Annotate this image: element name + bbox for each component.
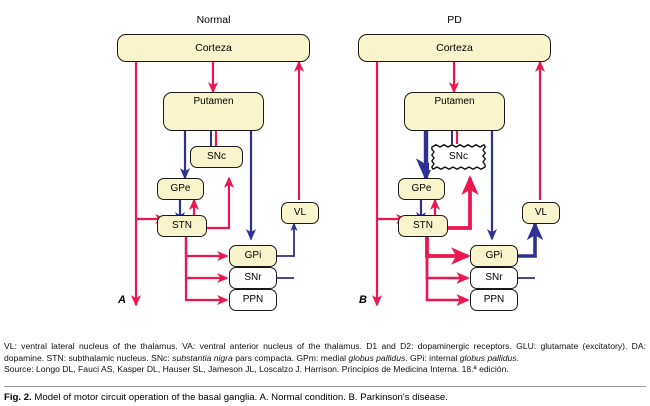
node-snr-normal: SNr <box>229 267 277 289</box>
circuit-wiring <box>130 60 546 307</box>
panel-letter-normal: A <box>118 294 126 306</box>
node-cortex-pd: Corteza <box>358 34 551 62</box>
panel-title-normal: Normal <box>196 14 231 26</box>
node-snc-pd-label: SNc <box>449 151 468 162</box>
node-snc-pd: SNc <box>429 144 488 170</box>
caption-label: Fig. 2. <box>4 392 32 403</box>
node-snc-normal: SNc <box>190 146 243 168</box>
node-putamen-pd: Putamen <box>404 92 505 131</box>
node-gpe-pd: GPe <box>398 178 445 200</box>
node-gpi-pd: GPi <box>470 245 518 267</box>
node-ppn-pd: PPN <box>470 289 518 311</box>
figure-legend: VL: ventral lateral nucleus of the thala… <box>4 341 646 376</box>
panel-title-pd: PD <box>447 14 462 26</box>
legend-abbreviations: VL: ventral lateral nucleus of the thala… <box>4 341 646 363</box>
node-gpe-normal: GPe <box>157 178 204 200</box>
node-cortex-normal: Corteza <box>117 34 310 62</box>
legend-source: Source: Longo DL, Fauci AS, Kasper DL, H… <box>4 364 509 375</box>
figure-caption: Fig. 2. Model of motor circuit operation… <box>4 392 646 404</box>
node-stn-pd: STN <box>398 215 448 237</box>
node-vl-pd: VL <box>522 202 560 224</box>
node-stn-normal: STN <box>157 215 207 237</box>
caption-text: Model of motor circuit operation of the … <box>34 392 448 403</box>
caption-divider <box>4 386 646 387</box>
diagram-canvas: Normal Corteza Putamen SNc GPe STN VL GP… <box>117 14 560 311</box>
panel-letter-pd: B <box>359 294 367 306</box>
node-ppn-normal: PPN <box>229 289 277 311</box>
node-vl-normal: VL <box>281 202 319 224</box>
node-gpi-normal: GPi <box>229 245 277 267</box>
node-putamen-normal: Putamen <box>163 92 264 131</box>
node-snr-pd: SNr <box>470 267 518 289</box>
